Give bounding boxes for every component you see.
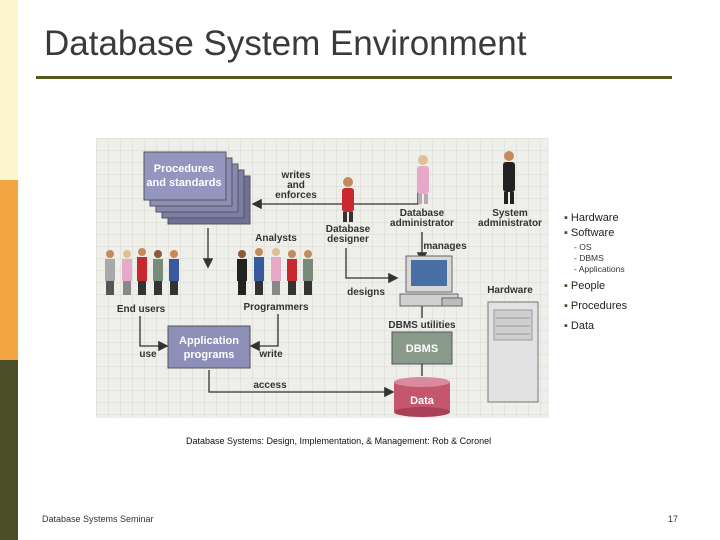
sub-item-dbms: - DBMS <box>574 253 604 263</box>
programs-label: programs <box>184 349 235 361</box>
list-item-label: People <box>570 280 606 292</box>
end-users-label: End users <box>117 304 166 315</box>
sub-item-label: Applications <box>578 264 625 274</box>
use-label: use <box>139 349 157 360</box>
side-bar-top <box>0 0 18 180</box>
sys-admin-label-2: administrator <box>478 218 542 229</box>
dbms-label: DBMS <box>406 343 438 355</box>
designs-arrow <box>345 248 399 284</box>
figure-caption: Database Systems: Design, Implementation… <box>186 436 492 446</box>
title-rule <box>36 76 672 79</box>
sub-item-label: OS <box>579 242 592 252</box>
list-item-label: Software <box>570 227 615 239</box>
procedures-label: Procedures <box>154 163 215 175</box>
manages-label: manages <box>423 241 467 252</box>
application-label: Application <box>179 335 239 347</box>
db-designer-label-1: Database <box>326 224 371 235</box>
end-users-figures <box>105 248 179 295</box>
application-programs-box <box>167 325 251 369</box>
and-standards-label: and standards <box>146 177 221 189</box>
data-label: Data <box>410 395 435 407</box>
database-environment-diagram: Procedures and standards writes and enfo… <box>96 138 549 418</box>
db-admin-label-2: administrator <box>390 218 454 229</box>
list-item-hardware: ▪Hardware <box>564 212 619 224</box>
dbms-utilities-label: DBMS utilities <box>388 320 456 331</box>
writes-label: writes <box>281 170 311 181</box>
page-number: 17 <box>667 514 678 524</box>
and-label: and <box>287 180 305 191</box>
list-item-software: ▪Software <box>564 227 615 239</box>
sub-item-label: DBMS <box>579 253 604 263</box>
side-bar-bottom <box>0 360 18 540</box>
procedures-stack <box>143 151 251 225</box>
database-administrator-figure <box>417 155 429 204</box>
analysts-label: Analysts <box>255 233 297 244</box>
slide-title: Database System Environment <box>44 24 527 63</box>
list-item-people: ▪People <box>564 280 606 292</box>
list-item-label: Hardware <box>570 212 619 224</box>
sys-admin-label-1: System <box>492 208 528 219</box>
enforces-label: enforces <box>275 190 317 201</box>
access-label: access <box>253 380 287 391</box>
list-item-label: Procedures <box>570 300 628 312</box>
server-icon <box>487 301 539 403</box>
list-item-procedures: ▪Procedures <box>564 300 628 312</box>
sub-item-os: - OS <box>574 242 592 252</box>
programmers-label: Programmers <box>243 302 308 313</box>
access-arrow <box>208 370 395 398</box>
data-cylinder <box>394 377 450 417</box>
write-label: write <box>258 349 283 360</box>
programmers-figures <box>237 248 313 295</box>
side-bar-middle <box>0 180 18 360</box>
database-designer-figure <box>342 177 354 222</box>
footer-left: Database Systems Seminar <box>42 514 154 524</box>
use-arrow <box>139 316 169 352</box>
sub-item-applications: - Applications <box>574 264 625 274</box>
hardware-label: Hardware <box>487 285 533 296</box>
system-administrator-figure <box>503 151 515 204</box>
list-item-label: Data <box>570 320 595 332</box>
db-designer-label-2: designer <box>327 234 369 245</box>
write-arrow <box>249 314 279 352</box>
list-item-data: ▪Data <box>564 320 595 332</box>
designs-label: designs <box>347 287 385 298</box>
computer-icon <box>399 255 463 307</box>
db-admin-label-1: Database <box>400 208 445 219</box>
